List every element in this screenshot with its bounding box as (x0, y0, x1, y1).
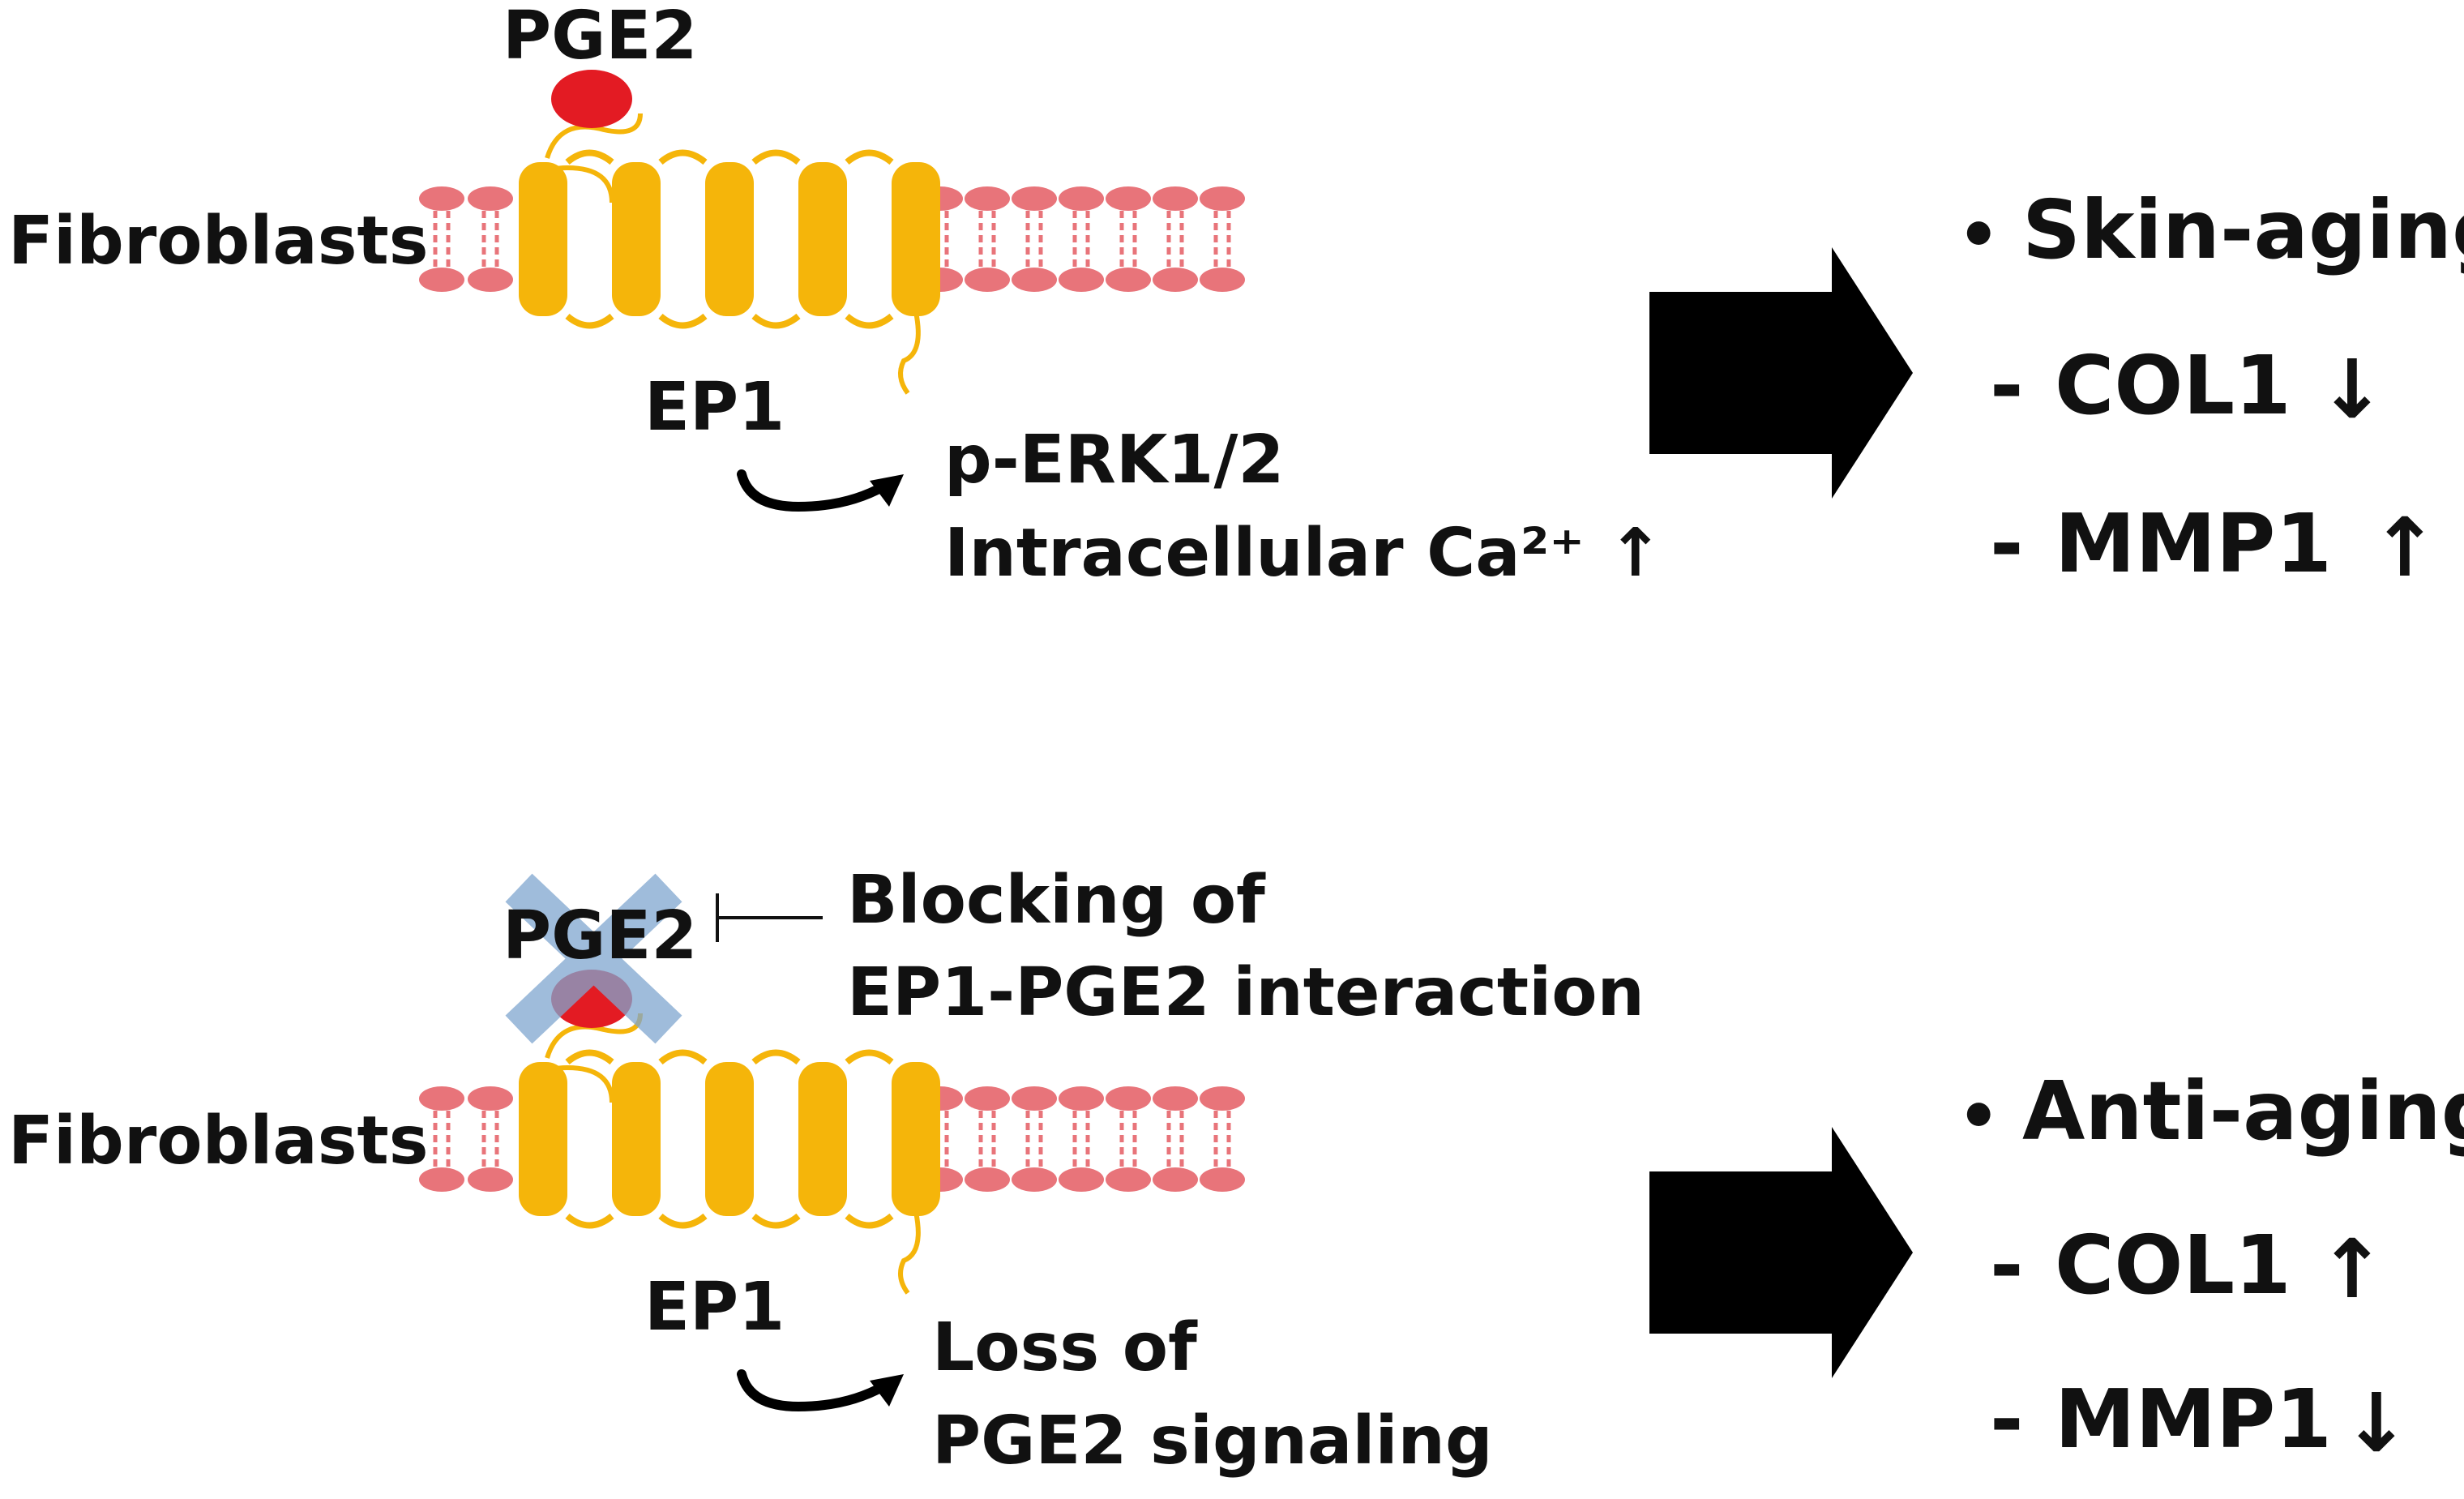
pge2-ligand (551, 70, 632, 128)
marker-direction-col1: ↑ (2318, 1222, 2386, 1317)
marker-label-col1: COL1 (2055, 1218, 2291, 1313)
marker-label-col1: COL1 (2055, 338, 2291, 433)
outcome-heading: Skin-aging (2022, 182, 2464, 277)
effect-line-1: Loss of (932, 1309, 1198, 1386)
block-label-line-2: EP1-PGE2 interaction (847, 954, 1645, 1031)
big-arrow-icon (1649, 247, 1913, 499)
cell-label: Fibroblasts (8, 203, 429, 280)
effect-line-2: Intracellular Ca²⁺ ↑ (944, 515, 1663, 592)
effect-line-2: PGE2 signaling (932, 1403, 1493, 1480)
curved-arrow-icon (742, 474, 904, 507)
marker-label-mmp1: MMP1 (2055, 496, 2332, 591)
dash-icon: - (1990, 338, 2024, 433)
marker-direction-mmp1: ↑ (2371, 500, 2439, 595)
dash-icon: - (1990, 496, 2024, 591)
outcome-heading: Anti-aging (2022, 1064, 2464, 1159)
panel-bottom: Fibroblasts PGE2 Blocking of EP1-P (8, 862, 2464, 1480)
bullet-icon: • (1957, 197, 2000, 274)
dash-icon: - (1990, 1218, 2024, 1313)
bullet-icon: • (1957, 1078, 2000, 1155)
marker-direction-mmp1: ↓ (2342, 1376, 2411, 1471)
big-arrow-icon (1649, 1127, 1913, 1378)
block-label-line-1: Blocking of (847, 862, 1266, 939)
ligand-label: PGE2 (503, 897, 697, 974)
receptor-label: EP1 (644, 369, 785, 446)
inhibition-icon (716, 893, 823, 942)
ligand-binding-loop (545, 113, 643, 159)
dash-icon: - (1990, 1372, 2024, 1467)
effect-line-1: p-ERK1/2 (944, 422, 1285, 499)
ligand-label: PGE2 (503, 0, 697, 75)
cell-label: Fibroblasts (8, 1103, 429, 1180)
receptor-label: EP1 (644, 1269, 785, 1346)
panel-top: Fibroblasts PGE2 EP1 p-ERK1/2 Intracellu… (8, 0, 2464, 595)
marker-label-mmp1: MMP1 (2055, 1372, 2332, 1467)
curved-arrow-icon (742, 1374, 904, 1407)
ep1-receptor (519, 153, 989, 394)
blocked-cross-icon (505, 873, 682, 1044)
ep1-receptor (519, 1053, 989, 1294)
marker-direction-col1: ↓ (2318, 342, 2386, 437)
